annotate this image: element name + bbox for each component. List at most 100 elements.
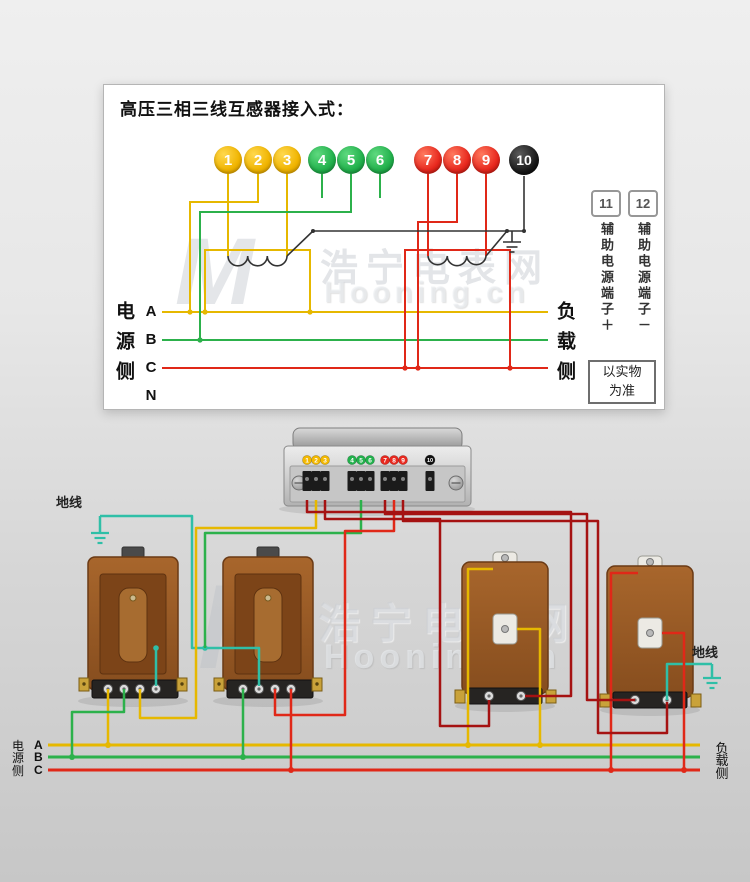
meter3-to-ct1 [323,500,491,728]
terminal-circle-5: 5 [337,146,365,174]
load-side-char: 载 [715,753,729,768]
terminal-number: 7 [423,151,433,169]
terminal-circle-8: 8 [443,146,471,174]
tab-screw [82,682,86,686]
ct-c-winding [427,255,487,267]
energy-meter: 1 2 3 4 5 6 7 8 9 10 [283,427,472,507]
aux-terminal-12-label: 辅助电源端子－ [636,222,651,334]
terminal-number: 4 [317,151,327,169]
ct2-primary-out [662,631,686,770]
junction-dot [681,767,687,773]
terminal-circle-6: 6 [366,146,394,174]
ct1-primary-out [517,627,542,745]
ct-a-earth-link [286,230,314,257]
ct-mid-terminal-screw [501,625,509,633]
meter-terminal-number: 1 [305,458,309,465]
current-transformer-ct1 [454,551,557,705]
terminal-number: 6 [375,151,385,169]
ct-secondary-wires [305,500,669,735]
junction-dot [69,754,75,760]
meter-terminal-numbers: 1 2 3 4 5 6 7 8 9 10 [305,458,433,465]
phase-label-n: N [145,387,157,404]
terminal-number: 1 [223,151,233,169]
phase-label-a: A [145,303,157,320]
junction-dot [415,365,421,371]
ct-a-primary-loop [204,249,311,312]
meter1-to-ct1 [305,500,573,698]
note-text: 以实物为准 [602,364,642,398]
aux-terminal-number: 11 [599,196,613,211]
tab-screw [315,682,319,686]
meter-terminal-number: 8 [392,458,396,465]
junction-dot [608,767,614,773]
pt-core-screw [264,594,272,602]
wire-terminal-8-uc [417,174,458,368]
meter-terminal-number: 2 [314,458,318,465]
note-box: 以实物为准 [588,360,656,404]
ct-c-primary-loop [404,249,511,368]
ground-wire-left [100,514,261,686]
terminal-number: 9 [481,151,491,169]
pt-core-slot [253,587,283,663]
ct-top-terminal-screw [501,554,509,562]
meter5-to-common [203,500,363,648]
ground-label-right: 地线 [692,645,719,660]
terminal-circle-4: 4 [308,146,336,174]
source-row-c: 侧 C [12,763,43,778]
panel-title: 高压三相三线互感器接入式： [120,100,354,119]
aux-terminal-12: 12 [628,190,658,217]
aux-terminal-11-label: 辅助电源端子＋ [599,222,614,334]
source-phase-c: C [34,763,43,777]
phase-b-wires [48,500,700,760]
terminal-circle-9: 9 [472,146,500,174]
load-side-char: 侧 [715,766,729,781]
mounting-tab [454,689,466,704]
ground-label-left: 地线 [56,495,83,510]
meter-terminal-number: 4 [350,458,354,465]
schematic-panel [103,84,665,410]
terminal-circle-7: 7 [414,146,442,174]
voltage-transformer-pt1 [78,546,188,699]
terminal-circle-1: 1 [214,146,242,174]
schematic-wiring [162,174,548,371]
aux-terminal-number: 12 [635,196,651,211]
pt-core-slot [118,587,148,663]
load-side-char: 负 [715,741,729,756]
junction-dot [197,337,203,343]
dot-3 [320,455,330,465]
terminal-number: 8 [452,151,462,169]
terminal-number: 5 [346,151,356,169]
aux-terminal-11: 11 [591,190,621,217]
phase-label-c: C [145,359,157,376]
tab-screw [180,682,184,686]
load-side-label: 负载侧 [554,301,575,391]
junction-dot [537,742,543,748]
ct-a-winding [227,255,288,267]
wire-terminal-5-ub [199,174,352,340]
schematic-phase-c-wires [162,174,548,371]
source-phase-b: B [34,750,43,764]
wire-terminal-2-ua [189,174,259,312]
tab-screw [217,682,221,686]
pt1-primary-b [70,689,126,757]
junction-dot [202,309,208,315]
pt1-secondary-to-meter2 [138,500,318,720]
meter-terminal-number: 9 [401,458,405,465]
phase-label-b: B [145,331,157,348]
junction-dot [465,742,471,748]
source-side-label: 电源侧 [113,301,134,391]
terminal-circle-10: 10 [509,145,539,175]
mounting-tab [690,693,702,708]
source-row-a: 电 A [12,738,43,753]
ct1-primary-in [466,567,493,745]
junction-dot [307,309,313,315]
junction-dot [187,309,193,315]
junction-dot [153,645,159,651]
ct-secondary-terminals [483,690,527,702]
junction-dot [240,754,246,760]
junction-dot [288,767,294,773]
terminal-circle-2: 2 [244,146,272,174]
meter-terminal-number: 6 [368,458,372,465]
meter-terminal-number: 10 [427,458,433,464]
